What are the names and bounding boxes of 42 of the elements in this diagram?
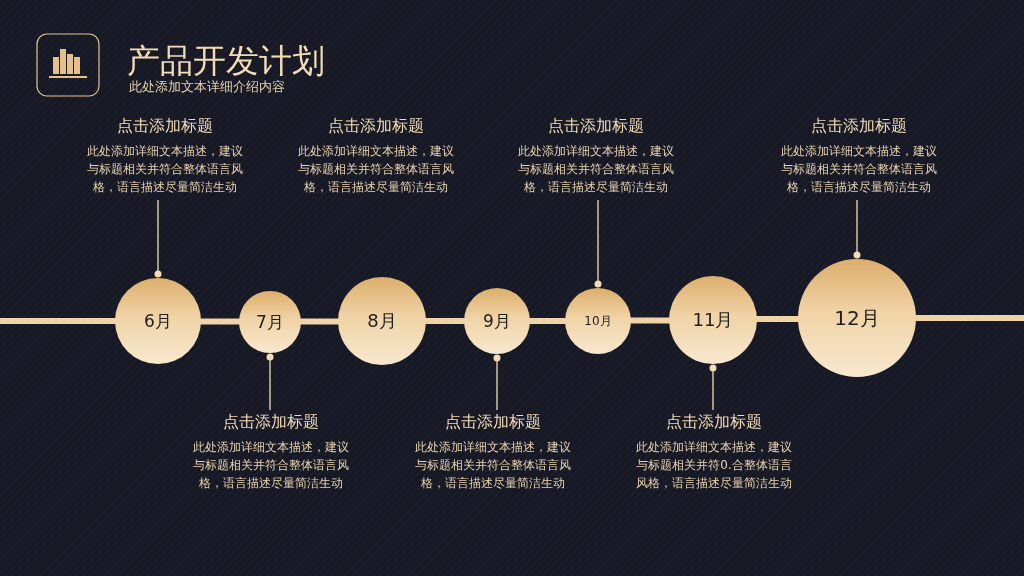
pin-line <box>154 199 162 278</box>
description: 此处添加详细文本描述，建议与标题相关并符合整体语言风格，语言描述尽量简洁生动 <box>517 143 675 196</box>
slide-title: 产品开发计划 <box>127 40 325 80</box>
timeline-bar <box>200 318 240 325</box>
description: 此处添加详细文本描述，建议与标题相关并符合整体语言风格，语言描述尽量简洁生动 <box>780 143 938 196</box>
description: 此处添加详细文本描述，建议与标题相关并符合整体语言风格，语言描述尽量简洁生动 <box>86 143 244 196</box>
month-label: 6月 <box>144 309 172 333</box>
month-circle <box>798 259 916 377</box>
timeline-bar <box>529 318 566 324</box>
pin-line <box>594 199 602 288</box>
subtitle: 此处添加文本详细介绍内容 <box>129 79 285 95</box>
month-circle <box>565 288 631 354</box>
heading: 点击添加标题 <box>810 115 908 137</box>
heading: 点击添加标题 <box>547 115 645 137</box>
month-circle <box>669 276 757 364</box>
heading: 点击添加标题 <box>665 411 763 433</box>
heading: 点击添加标题 <box>327 115 425 137</box>
pin-line <box>709 364 717 411</box>
pin-line <box>853 199 861 259</box>
timeline-bar <box>756 316 799 322</box>
month-label: 10月 <box>584 312 612 330</box>
month-circle <box>464 288 530 354</box>
pin-line <box>493 354 501 411</box>
month-label: 12月 <box>834 304 880 332</box>
month-label: 9月 <box>483 309 511 333</box>
timeline-bar <box>630 317 670 324</box>
month-circle <box>115 278 201 364</box>
heading: 点击添加标题 <box>116 115 214 137</box>
month-circle <box>239 291 301 353</box>
pin-line <box>266 353 274 411</box>
month-label: 8月 <box>367 309 397 333</box>
heading: 点击添加标题 <box>222 411 320 433</box>
month-circle <box>338 277 426 365</box>
description: 此处添加详细文本描述，建议与标题相关并符合整体语言风格，语言描述尽量简洁生动 <box>192 439 350 492</box>
description: 此处添加详细文本描述，建议与标题相关并符0.合整体语言风格，语言描述尽量简洁生动 <box>635 439 793 492</box>
description: 此处添加详细文本描述，建议与标题相关并符合整体语言风格，语言描述尽量简洁生动 <box>297 143 455 196</box>
month-label: 11月 <box>692 308 734 332</box>
timeline-bar <box>425 318 465 324</box>
timeline-bar <box>300 318 339 325</box>
heading: 点击添加标题 <box>444 411 542 433</box>
description: 此处添加详细文本描述，建议与标题相关并符合整体语言风格，语言描述尽量简洁生动 <box>414 439 572 492</box>
month-label: 7月 <box>256 310 284 334</box>
